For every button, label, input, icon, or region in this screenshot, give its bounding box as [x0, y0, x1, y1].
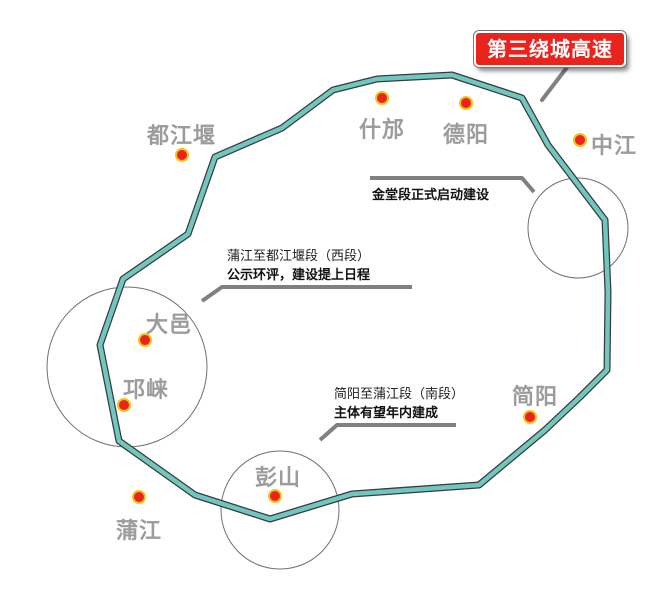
- leader-line-west: [200, 285, 412, 303]
- marker-pengshan: [268, 489, 282, 503]
- leader-line-jintang: [370, 176, 536, 194]
- leader-line-title: [540, 64, 570, 102]
- city-label-pujiang: 蒲江: [116, 519, 163, 544]
- note-south-line2: 主体有望年内建成: [334, 406, 439, 421]
- city-label-dujiangyan: 都江堰: [147, 124, 217, 149]
- marker-shifang: [375, 91, 389, 105]
- note-west-line2: 公示环评，建设提上日程: [227, 268, 371, 283]
- marker-jianyang: [523, 410, 537, 424]
- note-jintang: 金堂段正式启动建设: [372, 186, 489, 205]
- note-south-line1: 简阳至蒲江段（南段）: [334, 387, 465, 402]
- city-label-dayi: 大邑: [146, 313, 193, 338]
- city-label-pengshan: 彭山: [255, 466, 302, 491]
- map-title-badge: 第三绕城高速: [474, 31, 626, 67]
- highlight-circle-pengshan: [220, 450, 340, 570]
- marker-qionglai: [117, 398, 131, 412]
- marker-deyang: [459, 96, 473, 110]
- city-label-jianyang: 简阳: [512, 385, 559, 410]
- city-label-shifang: 什邡: [359, 118, 406, 143]
- marker-dujiangyan: [175, 148, 189, 162]
- note-south-section: 简阳至蒲江段（南段） 主体有望年内建成: [334, 385, 464, 423]
- city-label-deyang: 德阳: [443, 123, 490, 148]
- note-west-section: 蒲江至都江堰段（西段） 公示环评，建设提上日程: [227, 247, 370, 285]
- marker-dayi: [138, 333, 152, 347]
- highlight-circle-jintang: [527, 177, 629, 279]
- marker-zhongjiang: [573, 133, 587, 147]
- note-west-line1: 蒲江至都江堰段（西段）: [227, 249, 371, 264]
- city-label-qionglai: 邛崃: [123, 378, 170, 403]
- marker-pujiang: [132, 490, 146, 504]
- city-label-zhongjiang: 中江: [591, 134, 638, 159]
- city-markers: [117, 91, 587, 504]
- ring-road: [97, 72, 611, 522]
- note-jintang-line1: 金堂段正式启动建设: [372, 188, 490, 203]
- leader-line-south: [318, 423, 456, 442]
